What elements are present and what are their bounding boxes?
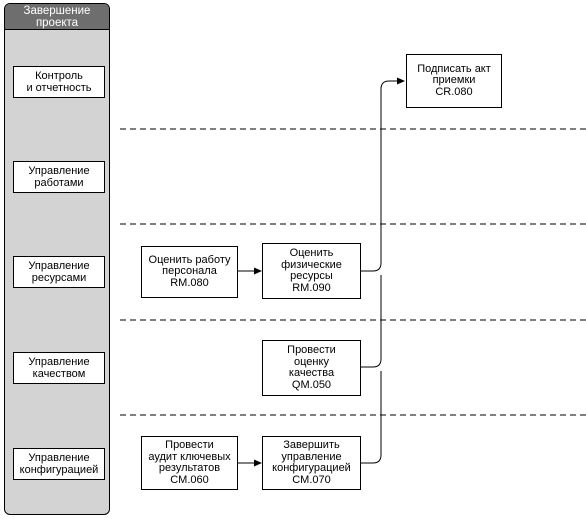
task-evaluate-physical-resources: Оценить физические ресурсы RM.090 <box>262 243 361 299</box>
area-quality-management: Управление качеством <box>13 352 105 384</box>
task-sign-acceptance-act: Подписать акт приемки CR.080 <box>406 54 502 108</box>
phase-title: Завершение проекта <box>5 4 109 30</box>
task-quality-evaluation: Провести оценку качества QM.050 <box>262 340 361 396</box>
area-control-reporting: Контроль и отчетность <box>13 66 105 98</box>
task-audit-key-results: Провести аудит ключевых результатов CM.0… <box>141 436 238 490</box>
area-work-management: Управление работами <box>13 161 105 193</box>
connector-quality-to-act <box>361 275 382 368</box>
task-evaluate-staff: Оценить работу персонала RM.080 <box>141 246 238 298</box>
phase-swimlane: Завершение проекта Контроль и отчетность… <box>4 3 110 515</box>
task-finish-config-management: Завершить управление конфигурацией CM.07… <box>262 436 361 490</box>
area-resource-management: Управление ресурсами <box>13 256 105 288</box>
arrow-physical-to-act <box>361 77 405 272</box>
area-configuration-management: Управление конфигурацией <box>13 448 105 480</box>
connector-config-to-act <box>361 371 382 464</box>
